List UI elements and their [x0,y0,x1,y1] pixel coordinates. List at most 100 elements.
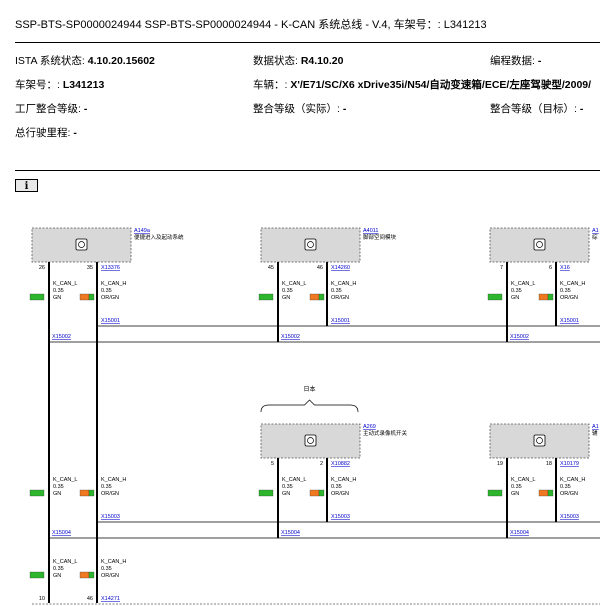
module-id: A4011 [363,228,379,234]
wire-gauge-low: 0.35 [282,484,293,490]
wire-color-swatch-or [538,293,549,301]
connector-label: X14271 [101,596,120,602]
wire-color-swatch-gn [487,489,503,497]
page-title: SSP-BTS-SP0000024944 SSP-BTS-SP000002494… [15,19,487,31]
pin-number-high: 2 [320,461,323,467]
module-icon-symbol [307,437,314,444]
wire-color-swatch-or [79,489,90,497]
pin-number-high: 35 [87,265,93,271]
mileage: 总行驶里程: - [15,125,77,140]
pin-number-low: 7 [500,265,503,271]
target-level-label: 整合等级（目标）: [490,103,577,115]
actual-level-label: 整合等级（实际）: [253,103,340,115]
programming-data-label: 编程数据: [490,55,535,67]
wire-color-low: GN [511,491,519,497]
wire-color-swatch-gn [547,293,554,301]
wire-gauge-high: 0.35 [560,288,571,294]
wire-name-high: K_CAN_H [560,281,585,287]
wire-color-high: OR/GN [560,491,578,497]
wire-color-swatch-gn [88,489,95,497]
splice-label: X15003 [560,514,579,520]
splice-label: X15004 [510,530,529,536]
wire-color-low: GN [53,491,61,497]
info-divider [15,170,600,171]
wire-name-high: K_CAN_H [101,281,126,287]
factory-level-value: - [83,103,88,115]
vehicle-label: 车辆：: [253,79,288,91]
wire-color-swatch-gn [318,293,325,301]
wire-color-swatch-gn [88,571,95,579]
wire-color-low: GN [282,491,290,497]
actual-level: 整合等级（实际）: - [253,101,346,116]
info-icon[interactable]: i [15,179,38,192]
wire-gauge-low: 0.35 [511,288,522,294]
data-status-value: R4.10.20 [300,55,344,67]
module-name: 便捷进入及起动系统 [134,233,184,241]
data-status-label: 数据状态: [253,55,298,67]
vin: 车架号：: L341213 [15,77,104,92]
module-icon [304,434,317,447]
wire-color-swatch-or [79,293,90,301]
module-icon-symbol [78,241,85,248]
pin-number-low: 45 [268,265,274,271]
wire-name-low: K_CAN_L [53,559,77,565]
connector-label: X14260 [331,265,350,271]
splice-label: X15003 [101,514,120,520]
module-icon-symbol [536,437,543,444]
wire-name-high: K_CAN_H [331,477,356,483]
header-divider [15,42,600,43]
wire-gauge-high: 0.35 [101,566,112,572]
ista-status-value: 4.10.20.15602 [87,55,155,67]
wire-gauge-low: 0.35 [511,484,522,490]
vin-label: 车架号：: [15,79,60,91]
data-status: 数据状态: R4.10.20 [253,53,343,68]
wire-gauge-low: 0.35 [53,288,64,294]
pin-number-high: 18 [546,461,552,467]
wire-gauge-high: 0.35 [101,484,112,490]
connector-label: X10179 [560,461,579,467]
factory-level: 工厂整合等级: - [15,101,87,116]
splice-label: X15004 [281,530,300,536]
splice-label: X15001 [331,318,350,324]
wire-color-low: GN [282,295,290,301]
wire-gauge-high: 0.35 [560,484,571,490]
wire-color-swatch-gn [318,489,325,497]
wire-name-low: K_CAN_L [53,281,77,287]
vehicle: 车辆：: X'/E71/SC/X6 xDrive35i/N54/自动变速箱/EC… [253,77,591,92]
mileage-value: - [73,127,77,139]
group-label: 日本 [303,385,315,393]
wire-color-high: OR/GN [560,295,578,301]
target-level: 整合等级（目标）: - [490,101,583,116]
module-id: A149a [134,228,151,234]
wire-name-high: K_CAN_H [560,477,585,483]
wire-name-low: K_CAN_L [511,477,535,483]
wire-gauge-high: 0.35 [101,288,112,294]
ista-status-label: ISTA 系统状态: [15,55,85,67]
wire-name-high: K_CAN_H [101,477,126,483]
wire-gauge-high: 0.35 [331,484,342,490]
module-icon [304,238,317,251]
mileage-label: 总行驶里程: [15,127,71,139]
module-icon [75,238,88,251]
pin-number-low: 5 [271,461,274,467]
wire-color-high: OR/GN [331,295,349,301]
wire-color-swatch-or [79,571,90,579]
wire-name-low: K_CAN_L [282,281,306,287]
wire-color-swatch-or [309,489,320,497]
wire-color-swatch-gn [88,293,95,301]
pin-number-low: 19 [497,461,503,467]
wire-name-high: K_CAN_H [331,281,356,287]
wire-gauge-low: 0.35 [282,288,293,294]
wire-color-swatch-gn [487,293,503,301]
programming-data: 编程数据: - [490,53,541,68]
module-id: A269 [363,424,376,430]
wire-name-low: K_CAN_L [53,477,77,483]
wire-color-swatch-gn [258,489,274,497]
splice-label: X15001 [101,318,120,324]
module-icon [533,238,546,251]
pin-number-high: 46 [87,596,93,602]
pin-number-low: 10 [39,596,45,602]
wire-gauge-high: 0.35 [331,288,342,294]
connector-label: X10882 [331,461,350,467]
ista-status: ISTA 系统状态: 4.10.20.15602 [15,53,155,68]
